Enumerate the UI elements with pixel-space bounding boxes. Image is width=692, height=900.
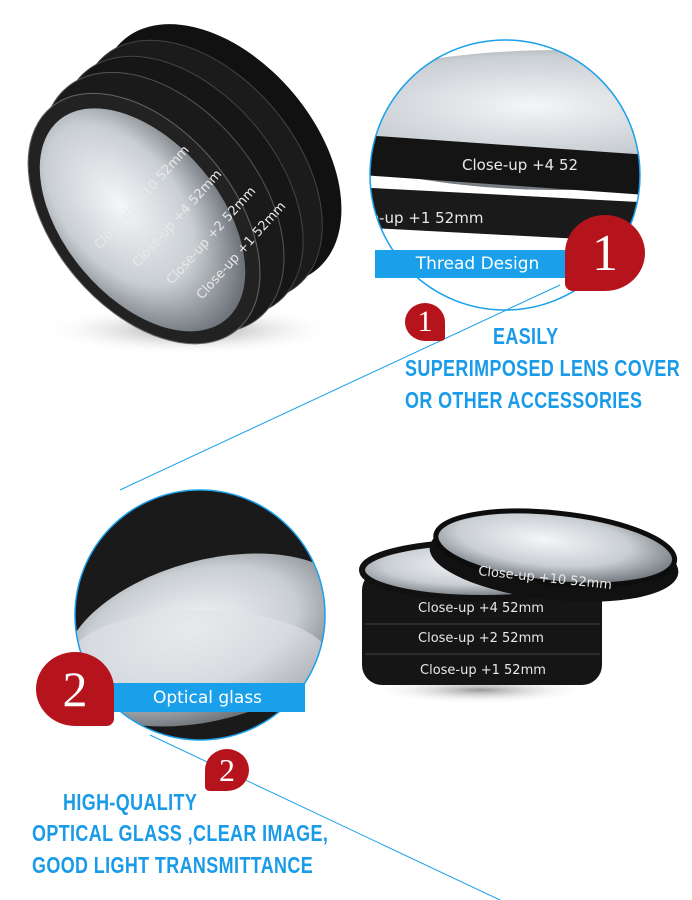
feature-headline: OR OTHER ACCESSORIES bbox=[405, 387, 643, 413]
top-lens-stack: Close-up +10 52mm Close-up +4 52mm Close… bbox=[27, 24, 342, 355]
thread-closeup: Close-up +4 52 se-up +1 52mm bbox=[362, 39, 641, 311]
number-badge: 2 bbox=[205, 749, 249, 791]
feature-headline: OPTICAL GLASS ,CLEAR IMAGE, bbox=[32, 820, 329, 846]
ring-label: Close-up +4 52 bbox=[462, 156, 578, 174]
ring-label: Close-up +2 52mm bbox=[418, 631, 544, 646]
bottom-lens-stack: Close-up +10 52mm Close-up +4 52mm Close… bbox=[359, 508, 679, 704]
number-badge: 1 bbox=[405, 303, 445, 341]
number-badge: 1 bbox=[565, 215, 645, 291]
optical-glass-label: Optical glass bbox=[110, 683, 305, 712]
number-badge: 2 bbox=[36, 652, 114, 726]
feature-headline: HIGH-QUALITY bbox=[63, 789, 198, 815]
ring-label: Close-up +1 52mm bbox=[420, 663, 546, 678]
ring-label: se-up +1 52mm bbox=[362, 209, 483, 227]
feature-headline: EASILY bbox=[493, 323, 559, 349]
feature-headline: GOOD LIGHT TRANSMITTANCE bbox=[32, 852, 314, 878]
ring-label: Close-up +4 52mm bbox=[418, 601, 544, 616]
connector-line bbox=[119, 284, 561, 491]
thread-design-label: Thread Design bbox=[375, 250, 580, 278]
feature-headline: SUPERIMPOSED LENS COVER bbox=[405, 355, 681, 381]
